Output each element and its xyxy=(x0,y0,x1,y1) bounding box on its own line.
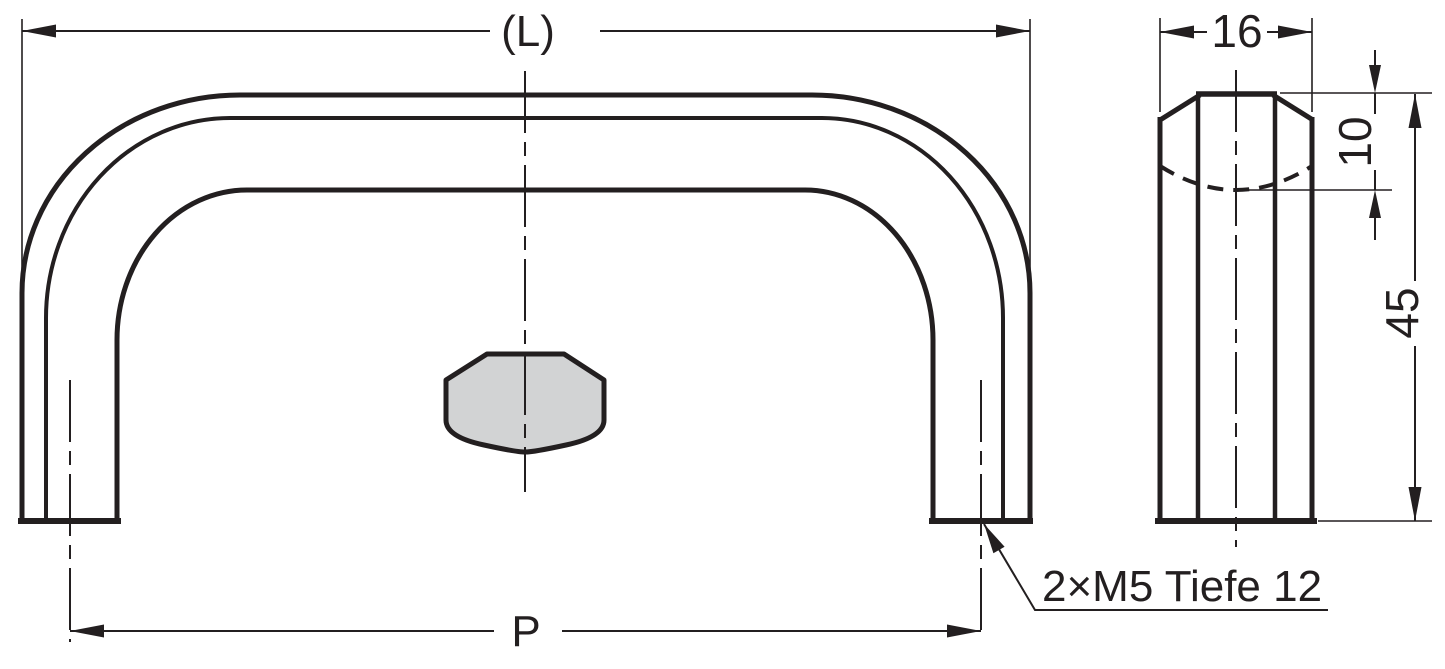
thread-leader-line xyxy=(983,523,1328,611)
dimension-depth-10: 10 xyxy=(1248,50,1432,240)
thread-note: 2×M5 Tiefe 12 xyxy=(983,523,1328,611)
side-right-chamfer xyxy=(1271,92,1315,123)
width-arrowhead-left xyxy=(1160,25,1194,39)
side-view xyxy=(1155,91,1317,524)
dimension-height-45: 45 xyxy=(1318,94,1432,522)
dimension-width-16: 16 xyxy=(1159,5,1313,112)
pitch-arrowhead-right xyxy=(947,624,981,638)
thread-note-label: 2×M5 Tiefe 12 xyxy=(1042,562,1322,611)
depth-arrowhead-bottom xyxy=(1369,190,1381,218)
length-dim-label: (L) xyxy=(501,7,555,56)
width-dim-label: 16 xyxy=(1211,5,1262,57)
length-arrowhead-left xyxy=(22,24,56,38)
pitch-dim-label: P xyxy=(511,607,540,656)
depth-arrowhead-top xyxy=(1369,65,1381,93)
centerlines xyxy=(69,70,1237,642)
dimension-hole-pitch: P xyxy=(70,607,981,656)
length-arrowhead-right xyxy=(996,24,1030,38)
pitch-arrowhead-left xyxy=(70,624,104,638)
side-left-chamfer xyxy=(1158,92,1202,123)
width-arrowhead-right xyxy=(1278,25,1312,39)
depth-dim-label: 10 xyxy=(1329,116,1381,167)
thread-leader-arrowhead xyxy=(984,524,1005,554)
height-dim-label: 45 xyxy=(1376,287,1428,338)
height-arrowhead-bottom xyxy=(1408,487,1422,521)
side-hidden-curve xyxy=(1158,164,1314,192)
height-arrowhead-top xyxy=(1408,94,1422,128)
dimension-overall-length: (L) xyxy=(21,7,1031,290)
